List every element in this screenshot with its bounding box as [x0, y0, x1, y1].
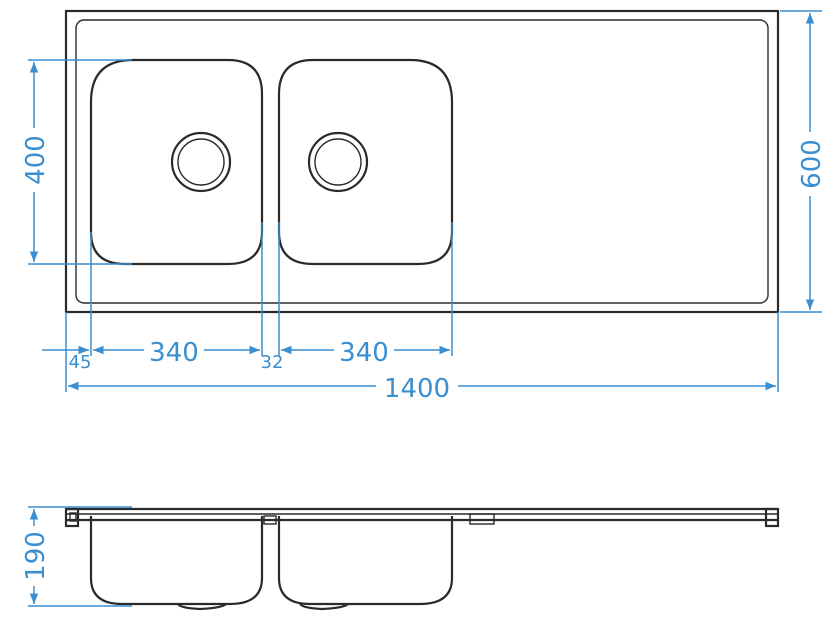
right-bowl	[277, 58, 454, 266]
dimension-label-340-right: 340	[339, 338, 389, 368]
dimension-label-600: 600	[797, 139, 826, 189]
dimension-label-400: 400	[21, 135, 51, 185]
left-drain-inner	[177, 138, 225, 186]
side-view	[64, 507, 780, 611]
left-bowl	[89, 58, 264, 266]
dimension-label-340-left: 340	[149, 338, 199, 368]
dimension-lines	[18, 10, 825, 400]
dimension-label-45: 45	[69, 352, 92, 373]
right-drain-inner	[314, 138, 362, 186]
side-dimension-lines	[16, 506, 132, 607]
left-drain-outer	[170, 131, 232, 193]
dimension-label-1400: 1400	[384, 374, 450, 404]
dimension-label-190: 190	[21, 531, 51, 581]
sink-outer-outline	[64, 9, 780, 314]
dimension-label-32: 32	[261, 352, 284, 373]
side-left-bowl	[89, 516, 264, 606]
side-right-bowl	[277, 516, 454, 606]
top-view	[64, 9, 780, 314]
sink-inner-rim	[75, 19, 769, 304]
right-drain-outer	[307, 131, 369, 193]
